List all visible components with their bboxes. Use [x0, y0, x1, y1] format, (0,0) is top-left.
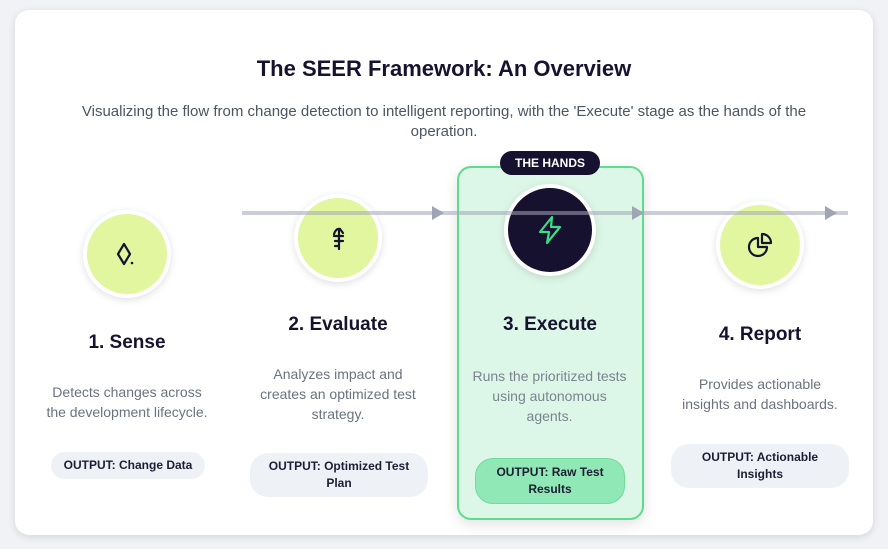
- output-pill-execute: OUTPUT: Raw Test Results: [475, 458, 625, 504]
- execute-icon-circle: [504, 184, 596, 276]
- output-pill-evaluate: OUTPUT: Optimized Test Plan: [250, 453, 428, 497]
- output-pill-report: OUTPUT: Actionable Insights: [671, 444, 849, 488]
- lightning-icon: [538, 215, 562, 245]
- step-title-evaluate: 2. Evaluate: [288, 314, 388, 335]
- step-title-execute: 3. Execute: [503, 314, 597, 335]
- page-title: The SEER Framework: An Overview: [256, 56, 632, 81]
- output-pill-sense: OUTPUT: Change Data: [51, 452, 205, 479]
- page-subtitle: Visualizing the flow from change detecti…: [81, 103, 807, 140]
- diamond-icon: [116, 242, 134, 266]
- step-desc-sense: Detects changes across the development l…: [46, 384, 208, 420]
- evaluate-icon-circle: [294, 194, 382, 282]
- sense-icon-circle: [83, 210, 171, 298]
- pie-chart-icon: [747, 232, 773, 258]
- flow-arrow-icon: [432, 206, 444, 220]
- branch-icon: [332, 227, 345, 251]
- step-title-report: 4. Report: [718, 324, 802, 345]
- flow-arrow-icon: [825, 206, 837, 220]
- step-desc-report: Provides actionable insights and dashboa…: [682, 376, 838, 412]
- step-desc-evaluate: Analyzes impact and creates an optimized…: [260, 366, 416, 422]
- report-icon-circle: [716, 201, 804, 289]
- flow-line: [242, 211, 848, 215]
- flow-arrow-icon: [632, 206, 644, 220]
- step-desc-execute: Runs the prioritized tests using autonom…: [472, 368, 627, 424]
- the-hands-badge: THE HANDS: [500, 151, 600, 175]
- step-title-sense: 1. Sense: [88, 332, 166, 353]
